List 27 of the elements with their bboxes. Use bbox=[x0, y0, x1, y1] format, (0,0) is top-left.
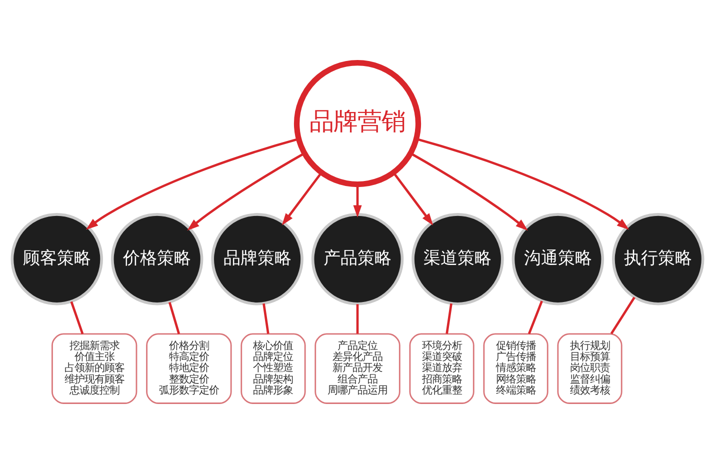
connector bbox=[446, 303, 452, 334]
node-circle: 品牌营销 bbox=[294, 60, 422, 188]
node-circle: 沟通策略 bbox=[512, 213, 604, 306]
arrow bbox=[416, 138, 630, 230]
node-box: 核心价值 品牌定位 个性塑造 品牌架构 品牌形象 bbox=[240, 333, 306, 404]
node-box: 环境分析 渠道突破 渠道放弃 招商策略 优化重整 bbox=[409, 333, 474, 404]
connector bbox=[262, 303, 270, 334]
connector bbox=[528, 300, 543, 334]
node-circle: 顾客策略 bbox=[10, 213, 103, 306]
node-circle: 执行策略 bbox=[612, 213, 704, 306]
node-box: 挖掘新需求 价值主张 占领新的顾客 维护现有顾客 忠诚度控制 bbox=[52, 333, 138, 404]
arrow bbox=[282, 172, 322, 226]
node-box: 产品定位 差异化产品 新产品开发 组合产品 周哪产品运用 bbox=[314, 333, 400, 404]
arrow bbox=[86, 138, 299, 230]
node-box: 价格分割 特高定价 特地定价 整数定价 弧形数字定价 bbox=[146, 333, 232, 404]
arrow bbox=[410, 152, 528, 231]
node-box: 促销传播 广告传播 情感策略 网络策略 终端策略 bbox=[483, 333, 548, 404]
node-circle: 价格策略 bbox=[110, 213, 204, 306]
node-circle: 产品策略 bbox=[311, 213, 404, 306]
connector bbox=[356, 304, 359, 334]
connector bbox=[70, 301, 84, 334]
node-box: 执行规划 目标预算 岗位职责 监督纠偏 绩效考核 bbox=[557, 333, 622, 404]
arrow bbox=[353, 184, 362, 218]
connector bbox=[610, 296, 636, 334]
connector bbox=[168, 302, 180, 334]
arrow bbox=[392, 172, 434, 226]
arrow bbox=[187, 152, 305, 231]
